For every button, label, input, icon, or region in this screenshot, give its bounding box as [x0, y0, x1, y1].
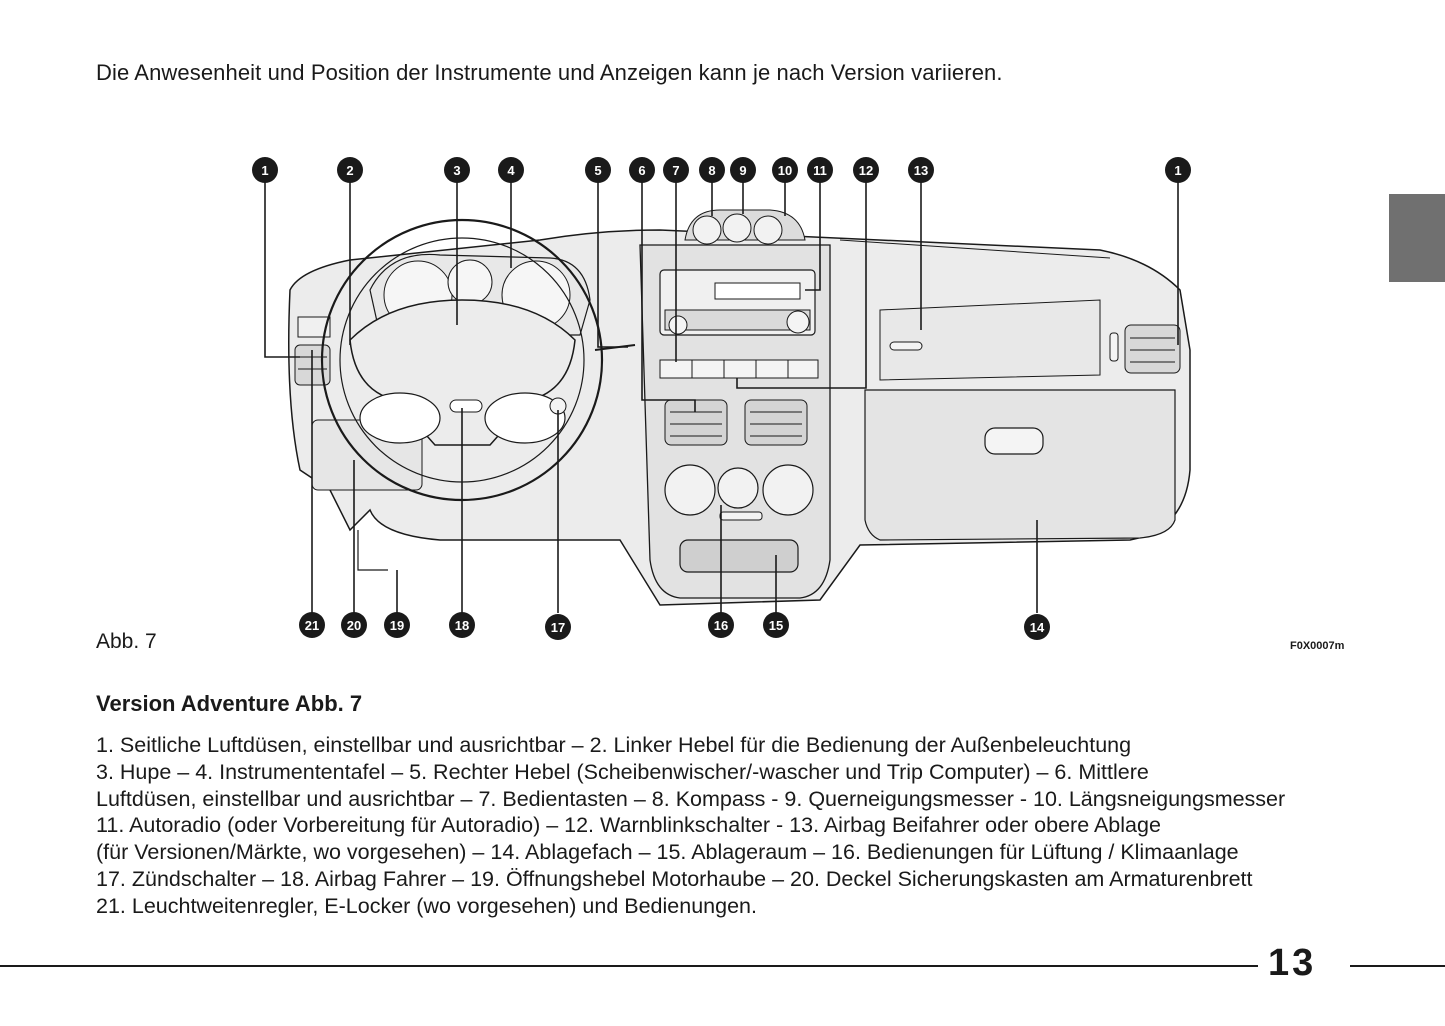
callout-15: 15 — [763, 612, 789, 638]
callout-17: 17 — [545, 614, 571, 640]
svg-text:7: 7 — [672, 163, 679, 178]
climate-knob-right — [762, 464, 814, 516]
figure-code: F0X0007m — [1290, 640, 1345, 652]
svg-text:20: 20 — [347, 618, 361, 633]
callout-16: 16 — [708, 612, 734, 638]
center-vent-right — [744, 399, 808, 446]
svg-text:10: 10 — [778, 163, 792, 178]
climate-knob-center — [717, 467, 759, 509]
svg-text:6: 6 — [638, 163, 645, 178]
airbag-panel — [879, 299, 1101, 381]
svg-text:13: 13 — [914, 163, 928, 178]
svg-text:1: 1 — [261, 163, 268, 178]
callout-6: 6 — [629, 157, 655, 183]
svg-text:14: 14 — [1030, 620, 1045, 635]
svg-text:16: 16 — [714, 618, 728, 633]
callout-14: 14 — [1024, 614, 1050, 640]
legend-line: Luftdüsen, einstellbar und ausrichtbar –… — [96, 786, 1286, 811]
svg-text:9: 9 — [739, 163, 746, 178]
legend-line: 21. Leuchtweitenregler, E-Locker (wo vor… — [96, 893, 757, 918]
callout-10: 10 — [772, 157, 798, 183]
tilt-gauge — [753, 215, 783, 245]
legend-line: 11. Autoradio (oder Vorbereitung für Aut… — [96, 813, 1161, 838]
svg-text:1: 1 — [1174, 163, 1181, 178]
svg-text:4: 4 — [507, 163, 515, 178]
right-vent — [1124, 324, 1181, 374]
callout-13: 13 — [908, 157, 934, 183]
callout-1: 1 — [252, 157, 278, 183]
callout-18: 18 — [449, 612, 475, 638]
legend-line: (für Versionen/Märkte, wo vorgesehen) – … — [96, 840, 1239, 865]
intro-text: Die Anwesenheit und Position der Instrum… — [96, 60, 1003, 85]
callout-7: 7 — [663, 157, 689, 183]
svg-text:3: 3 — [453, 163, 460, 178]
svg-text:5: 5 — [594, 163, 601, 178]
footer-rule — [0, 965, 1258, 967]
callout-19: 19 — [384, 612, 410, 638]
legend-line: 17. Zündschalter – 18. Airbag Fahrer – 1… — [96, 866, 1253, 891]
svg-text:19: 19 — [390, 618, 404, 633]
center-vent-left — [664, 399, 728, 446]
callout-8: 8 — [699, 157, 725, 183]
footer-rule — [1350, 965, 1445, 967]
glovebox-handle — [984, 427, 1044, 455]
svg-text:21: 21 — [305, 618, 319, 633]
inclinometer-gauge — [722, 213, 752, 243]
storage-recess — [679, 539, 799, 573]
callout-2: 2 — [337, 157, 363, 183]
callout-4: 4 — [498, 157, 524, 183]
chapter-tab — [1389, 194, 1445, 282]
hood-release-lever — [357, 530, 388, 571]
svg-text:8: 8 — [708, 163, 715, 178]
svg-text:15: 15 — [769, 618, 783, 633]
svg-text:12: 12 — [859, 163, 873, 178]
section-title: Version Adventure Abb. 7 — [96, 691, 363, 716]
glovebox-panel — [864, 389, 1176, 541]
callout-12: 12 — [853, 157, 879, 183]
svg-text:18: 18 — [455, 618, 469, 633]
svg-text:11: 11 — [813, 163, 827, 178]
driver-airbag-logo — [449, 399, 483, 413]
callout-3: 3 — [444, 157, 470, 183]
page-number: 13 — [1268, 942, 1317, 984]
callout-21: 21 — [299, 612, 325, 638]
climate-knob-left — [664, 464, 716, 516]
legend-line: 3. Hupe – 4. Instrumententafel – 5. Rech… — [96, 759, 1149, 784]
legend-line: 1. Seitliche Luftdüsen, einstellbar und … — [96, 733, 1132, 757]
legend-text: 1. Seitliche Luftdüsen, einstellbar und … — [96, 732, 1356, 920]
callout-5: 5 — [585, 157, 611, 183]
svg-text:2: 2 — [346, 163, 353, 178]
dashboard-illustration: 1 2 3 4 5 6 7 8 9 10 11 12 13 1 21 20 19… — [240, 150, 1360, 660]
callout-11: 11 — [807, 157, 833, 183]
callout-1-right: 1 — [1165, 157, 1191, 183]
callout-9: 9 — [730, 157, 756, 183]
svg-text:17: 17 — [551, 620, 565, 635]
compass-gauge — [692, 215, 722, 245]
callout-20: 20 — [341, 612, 367, 638]
figure-caption: Abb. 7 — [96, 630, 157, 653]
control-buttons-row — [659, 359, 819, 379]
